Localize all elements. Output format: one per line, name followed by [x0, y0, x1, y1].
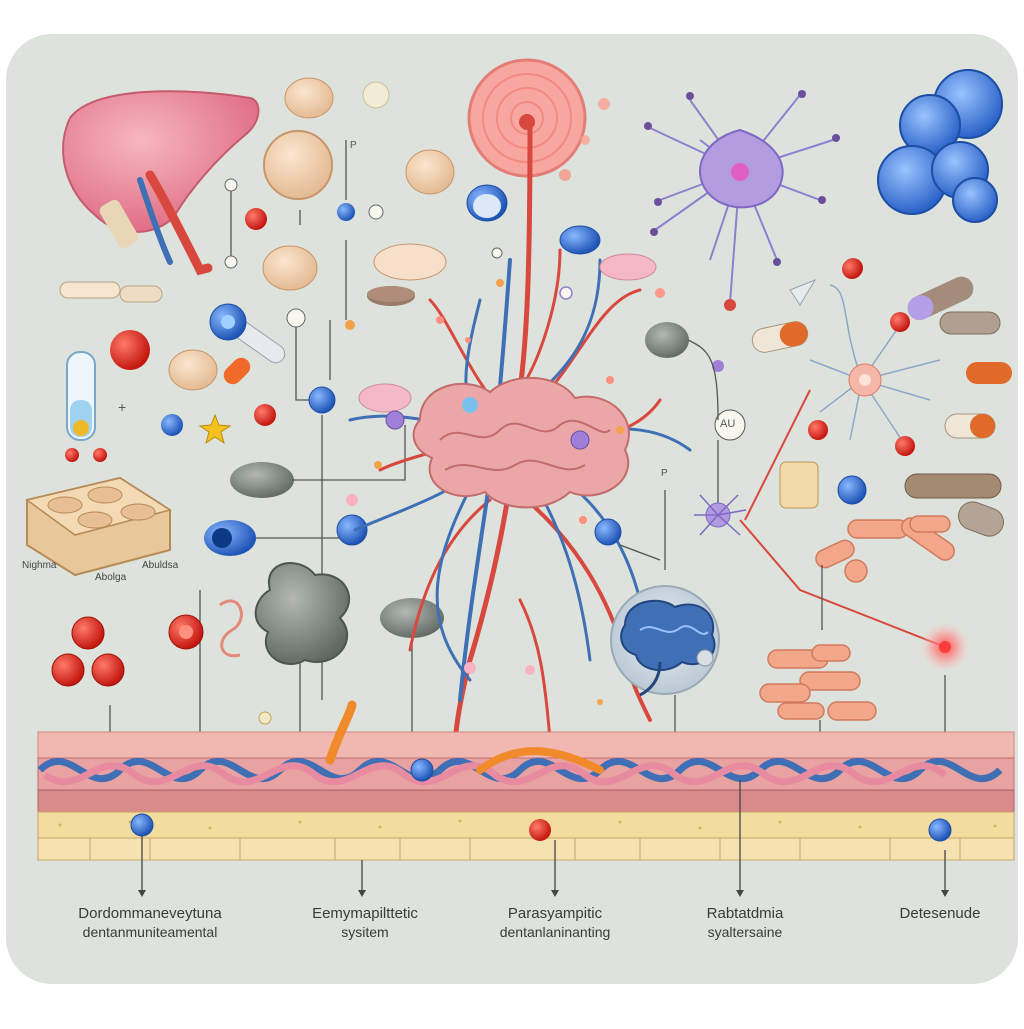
peach-capsule-cluster — [759, 515, 955, 721]
signal-arrows-right — [739, 389, 941, 646]
test-tube-icon — [65, 351, 107, 462]
caption-4-line-1: Rabtatdmia — [706, 905, 784, 922]
caption-1-line-1: Dordommaneveytuna — [78, 905, 222, 922]
ligand-dots — [224, 178, 384, 328]
particle-dots — [345, 247, 665, 705]
caption-2-line-2: sysitem — [341, 923, 389, 940]
caption-3: Parasyampitic dentanlaninanting — [465, 905, 645, 941]
brain-sphere-icon — [610, 585, 720, 697]
receptor-icons-center — [466, 184, 746, 546]
caption-1-line-2: dentanmuniteamental — [82, 923, 218, 940]
tissue-cross-section — [37, 700, 1015, 861]
blood-cells-icon — [51, 614, 204, 687]
liver-icon — [62, 90, 260, 276]
caption-3-line-2: dentanlaninanting — [499, 923, 611, 940]
caption-5: Detesenude — [870, 905, 1010, 924]
label-abolga: Abolga — [95, 572, 127, 583]
caption-4: Rabtatdmia syaltersaine — [665, 905, 825, 941]
tablet-pack-icon — [25, 476, 172, 577]
caption-arrowheads — [138, 890, 949, 897]
glow-signal-icon — [919, 621, 971, 673]
label-abuldsa: Abuldsa — [142, 560, 179, 571]
caption-pointers — [141, 780, 946, 892]
organ-lump-icon — [254, 562, 351, 665]
node-label-au: AU — [720, 418, 736, 430]
capsule-icons-left — [59, 281, 276, 445]
svg-text:+: + — [118, 399, 126, 415]
caption-5-line-1: Detesenude — [899, 905, 981, 922]
caption-4-line-2: syaltersaine — [707, 923, 783, 940]
pill-icons-top — [168, 77, 455, 391]
node-label-p1: P — [350, 140, 357, 151]
capsule-icons-right — [751, 259, 1012, 537]
receptor-icons-left — [204, 303, 444, 638]
caption-2: Eemymapilttetic sysitem — [270, 905, 460, 941]
central-brain-icon — [385, 376, 630, 509]
node-label-p2: P — [661, 468, 668, 479]
purple-star-cell-icon — [694, 494, 747, 536]
neuron-icon — [644, 90, 840, 311]
caption-3-line-1: Parasyampitic — [507, 905, 603, 922]
caption-2-line-1: Eemymapilttetic — [312, 905, 418, 922]
molecule-cluster-icon — [877, 69, 1003, 223]
spiral-icon — [219, 599, 243, 658]
label-nighma: Nighma — [22, 560, 57, 571]
caption-1: Dordommaneveytuna dentanmuniteamental — [30, 905, 270, 941]
